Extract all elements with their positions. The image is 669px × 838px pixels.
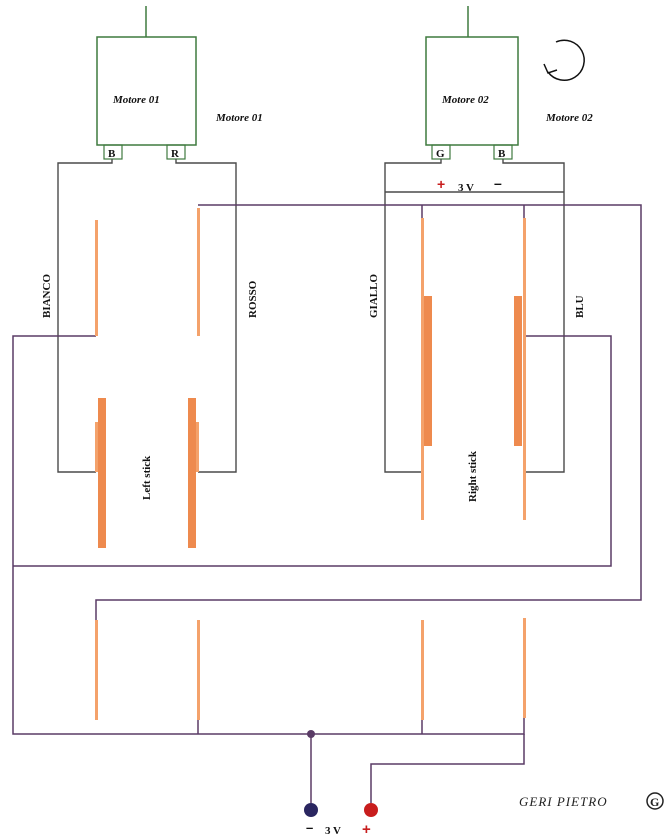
motor-01-pin-r: R bbox=[171, 148, 180, 160]
junction-dot bbox=[307, 730, 315, 738]
contact-l1-top bbox=[95, 220, 98, 336]
right-motor-wiring bbox=[384, 159, 565, 473]
bottom-contacts bbox=[95, 618, 526, 720]
bus-wires bbox=[12, 204, 642, 803]
motor-02-pin-g: G bbox=[436, 148, 445, 160]
contact-b2 bbox=[197, 620, 200, 720]
motor-02-side-label: Motore 02 bbox=[545, 112, 593, 124]
contact-l2-slider-rail bbox=[196, 422, 199, 472]
wire-label-giallo: GIALLO bbox=[368, 274, 380, 318]
positive-terminal-icon bbox=[364, 803, 378, 817]
motor-02-box bbox=[425, 36, 519, 146]
top-battery-minus: – bbox=[494, 175, 502, 191]
bottom-battery: – 3 V + bbox=[304, 803, 378, 838]
top-battery: + 3 V – bbox=[437, 175, 502, 194]
author-logo: G bbox=[646, 792, 664, 810]
motor-02-inner-label: Motore 02 bbox=[441, 94, 489, 106]
right-stick-contacts bbox=[421, 218, 526, 520]
contact-l1-slider-rail bbox=[95, 422, 98, 472]
rotation-arrowhead-icon bbox=[543, 63, 558, 74]
right-stick-label: Right stick bbox=[467, 450, 479, 502]
author-logo-letter: G bbox=[650, 795, 659, 809]
bottom-battery-plus: + bbox=[362, 821, 371, 838]
contact-l1-slider bbox=[98, 398, 106, 548]
contact-b4 bbox=[523, 618, 526, 718]
wire-label-bianco: BIANCO bbox=[41, 274, 53, 318]
left-stick-label: Left stick bbox=[141, 455, 153, 500]
contact-l2-top bbox=[197, 208, 200, 336]
author-logo-icon bbox=[646, 792, 664, 810]
contact-r1-rail bbox=[421, 218, 424, 520]
motor-01-pin-b: B bbox=[108, 148, 116, 160]
bottom-battery-voltage: 3 V bbox=[325, 825, 341, 837]
contact-r1-slider bbox=[424, 296, 432, 446]
negative-terminal-icon bbox=[304, 803, 318, 817]
wire-label-blu: BLU bbox=[574, 295, 586, 318]
top-battery-plus: + bbox=[437, 176, 445, 192]
motor-01-inner-label: Motore 01 bbox=[112, 94, 160, 106]
left-stick-contacts bbox=[95, 208, 200, 548]
bottom-battery-minus: – bbox=[306, 820, 313, 835]
left-motor-wiring bbox=[57, 159, 237, 473]
motor-01-pin-b-tab bbox=[103, 144, 123, 160]
contact-b1 bbox=[95, 620, 98, 720]
motor-01-side-label: Motore 01 bbox=[215, 112, 263, 124]
contact-r2-rail bbox=[523, 218, 526, 520]
rotation-arrow-icon bbox=[547, 39, 585, 81]
motor-02: Motore 02 Motore 02 G B bbox=[425, 6, 593, 160]
contact-r2-slider bbox=[514, 296, 522, 446]
motor-02-pin-b: B bbox=[498, 148, 506, 160]
wire-label-rosso: ROSSO bbox=[247, 280, 259, 318]
contact-b3 bbox=[421, 620, 424, 720]
author-signature: GERI PIETRO bbox=[519, 794, 608, 809]
top-battery-voltage: 3 V bbox=[458, 182, 474, 194]
contact-l2-slider bbox=[188, 398, 196, 548]
motor-01: Motore 01 Motore 01 B R bbox=[96, 6, 263, 160]
motor-01-box bbox=[96, 36, 197, 146]
